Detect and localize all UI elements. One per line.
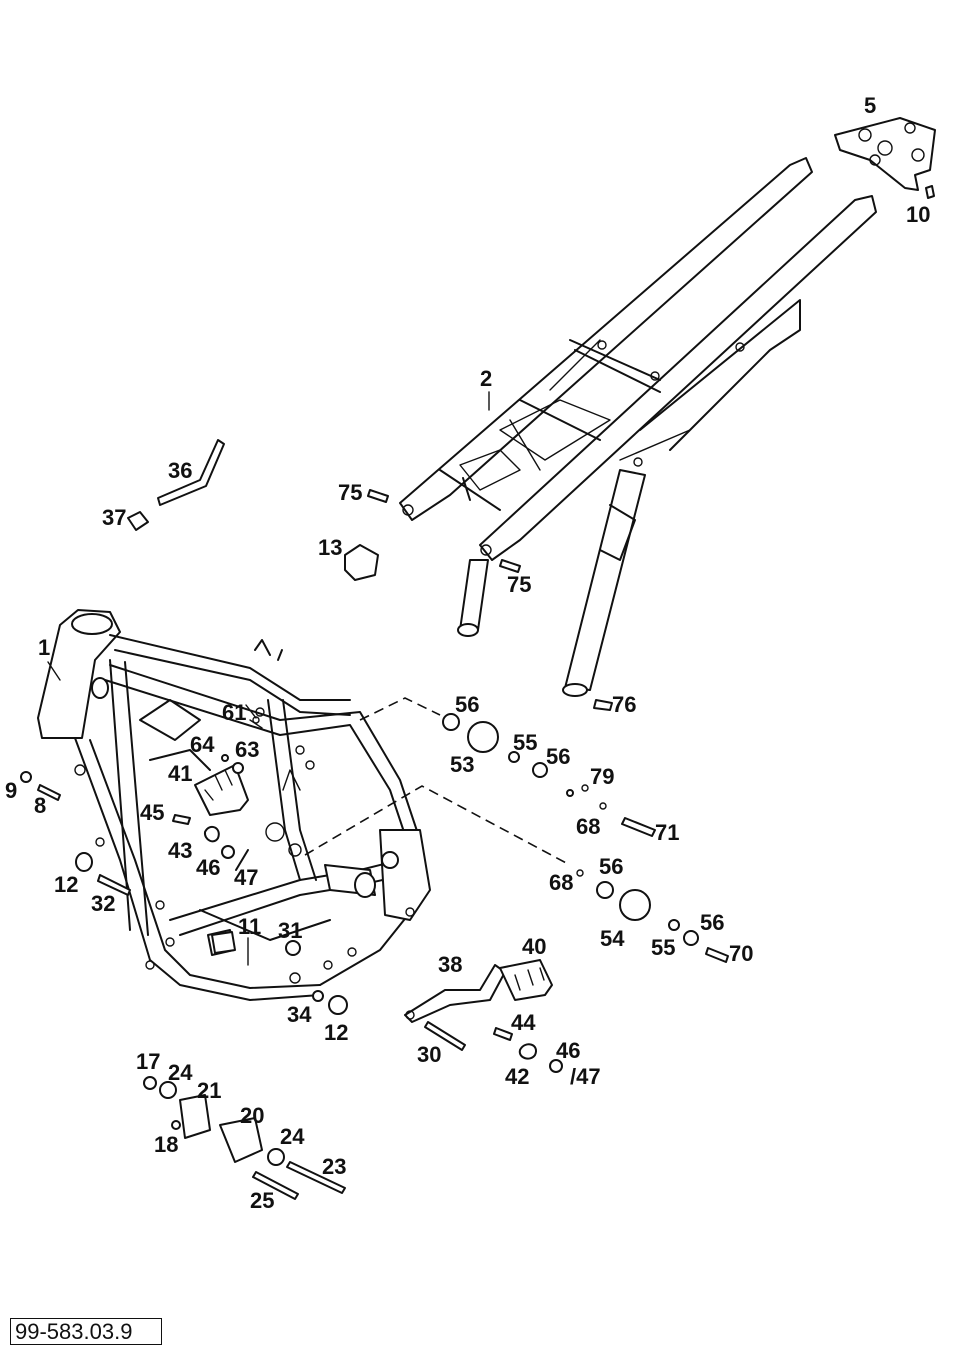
label-12b: 12	[324, 1020, 348, 1045]
label-46a: 46	[196, 855, 220, 880]
label-46b: 46	[556, 1038, 580, 1063]
label-45: 45	[140, 800, 164, 825]
label-9: 9	[5, 778, 17, 803]
reference-number: 99-583.03.9	[10, 1318, 162, 1345]
subframe	[399, 157, 877, 697]
label-43: 43	[168, 838, 192, 863]
label-56a: 56	[455, 692, 479, 717]
label-42: 42	[505, 1064, 529, 1089]
label-25: 25	[250, 1188, 274, 1213]
label-10: 10	[906, 202, 930, 227]
small-parts	[20, 439, 729, 1200]
label-24b: 24	[280, 1124, 305, 1149]
label-34: 34	[287, 1002, 312, 1027]
label-47b: /47	[570, 1064, 601, 1089]
label-54: 54	[600, 926, 625, 951]
label-5: 5	[864, 93, 876, 118]
label-75b: 75	[507, 572, 531, 597]
label-44: 44	[511, 1010, 536, 1035]
number-plate-bracket	[834, 117, 936, 199]
label-47a: 47	[234, 865, 258, 890]
part-number-labels: 1 2 5 10 36 37 75 13 75 76 56 53 55 56 7…	[5, 93, 930, 1213]
label-68a: 68	[576, 814, 600, 839]
assembly-line-lower	[304, 785, 571, 866]
label-18: 18	[154, 1132, 178, 1157]
label-55b: 55	[651, 935, 675, 960]
main-frame	[37, 609, 431, 1001]
label-31: 31	[278, 918, 302, 943]
label-63: 63	[235, 737, 259, 762]
label-56c: 56	[599, 854, 623, 879]
label-36: 36	[168, 458, 192, 483]
label-30: 30	[417, 1042, 441, 1067]
label-23: 23	[322, 1154, 346, 1179]
label-37: 37	[102, 505, 126, 530]
leader-lines	[47, 391, 490, 966]
label-64: 64	[190, 732, 215, 757]
label-12a: 12	[54, 872, 78, 897]
label-76: 76	[612, 692, 636, 717]
label-20: 20	[240, 1103, 264, 1128]
label-21: 21	[197, 1078, 221, 1103]
label-55a: 55	[513, 730, 537, 755]
label-1: 1	[38, 635, 50, 660]
label-56b: 56	[546, 744, 570, 769]
label-38: 38	[438, 952, 462, 977]
label-71: 71	[655, 820, 679, 845]
label-11: 11	[238, 914, 261, 939]
assembly-line-upper	[359, 697, 441, 721]
label-41: 41	[168, 761, 192, 786]
label-24a: 24	[168, 1060, 193, 1085]
label-40: 40	[522, 934, 546, 959]
label-68b: 68	[549, 870, 573, 895]
label-75a: 75	[338, 480, 362, 505]
label-70: 70	[729, 941, 753, 966]
label-2: 2	[480, 366, 492, 391]
label-53: 53	[450, 752, 474, 777]
label-13: 13	[318, 535, 342, 560]
label-61: 61	[222, 700, 246, 725]
label-17: 17	[136, 1049, 160, 1074]
label-8: 8	[34, 793, 46, 818]
label-32: 32	[91, 891, 115, 916]
label-79: 79	[590, 764, 614, 789]
label-56d: 56	[700, 910, 724, 935]
